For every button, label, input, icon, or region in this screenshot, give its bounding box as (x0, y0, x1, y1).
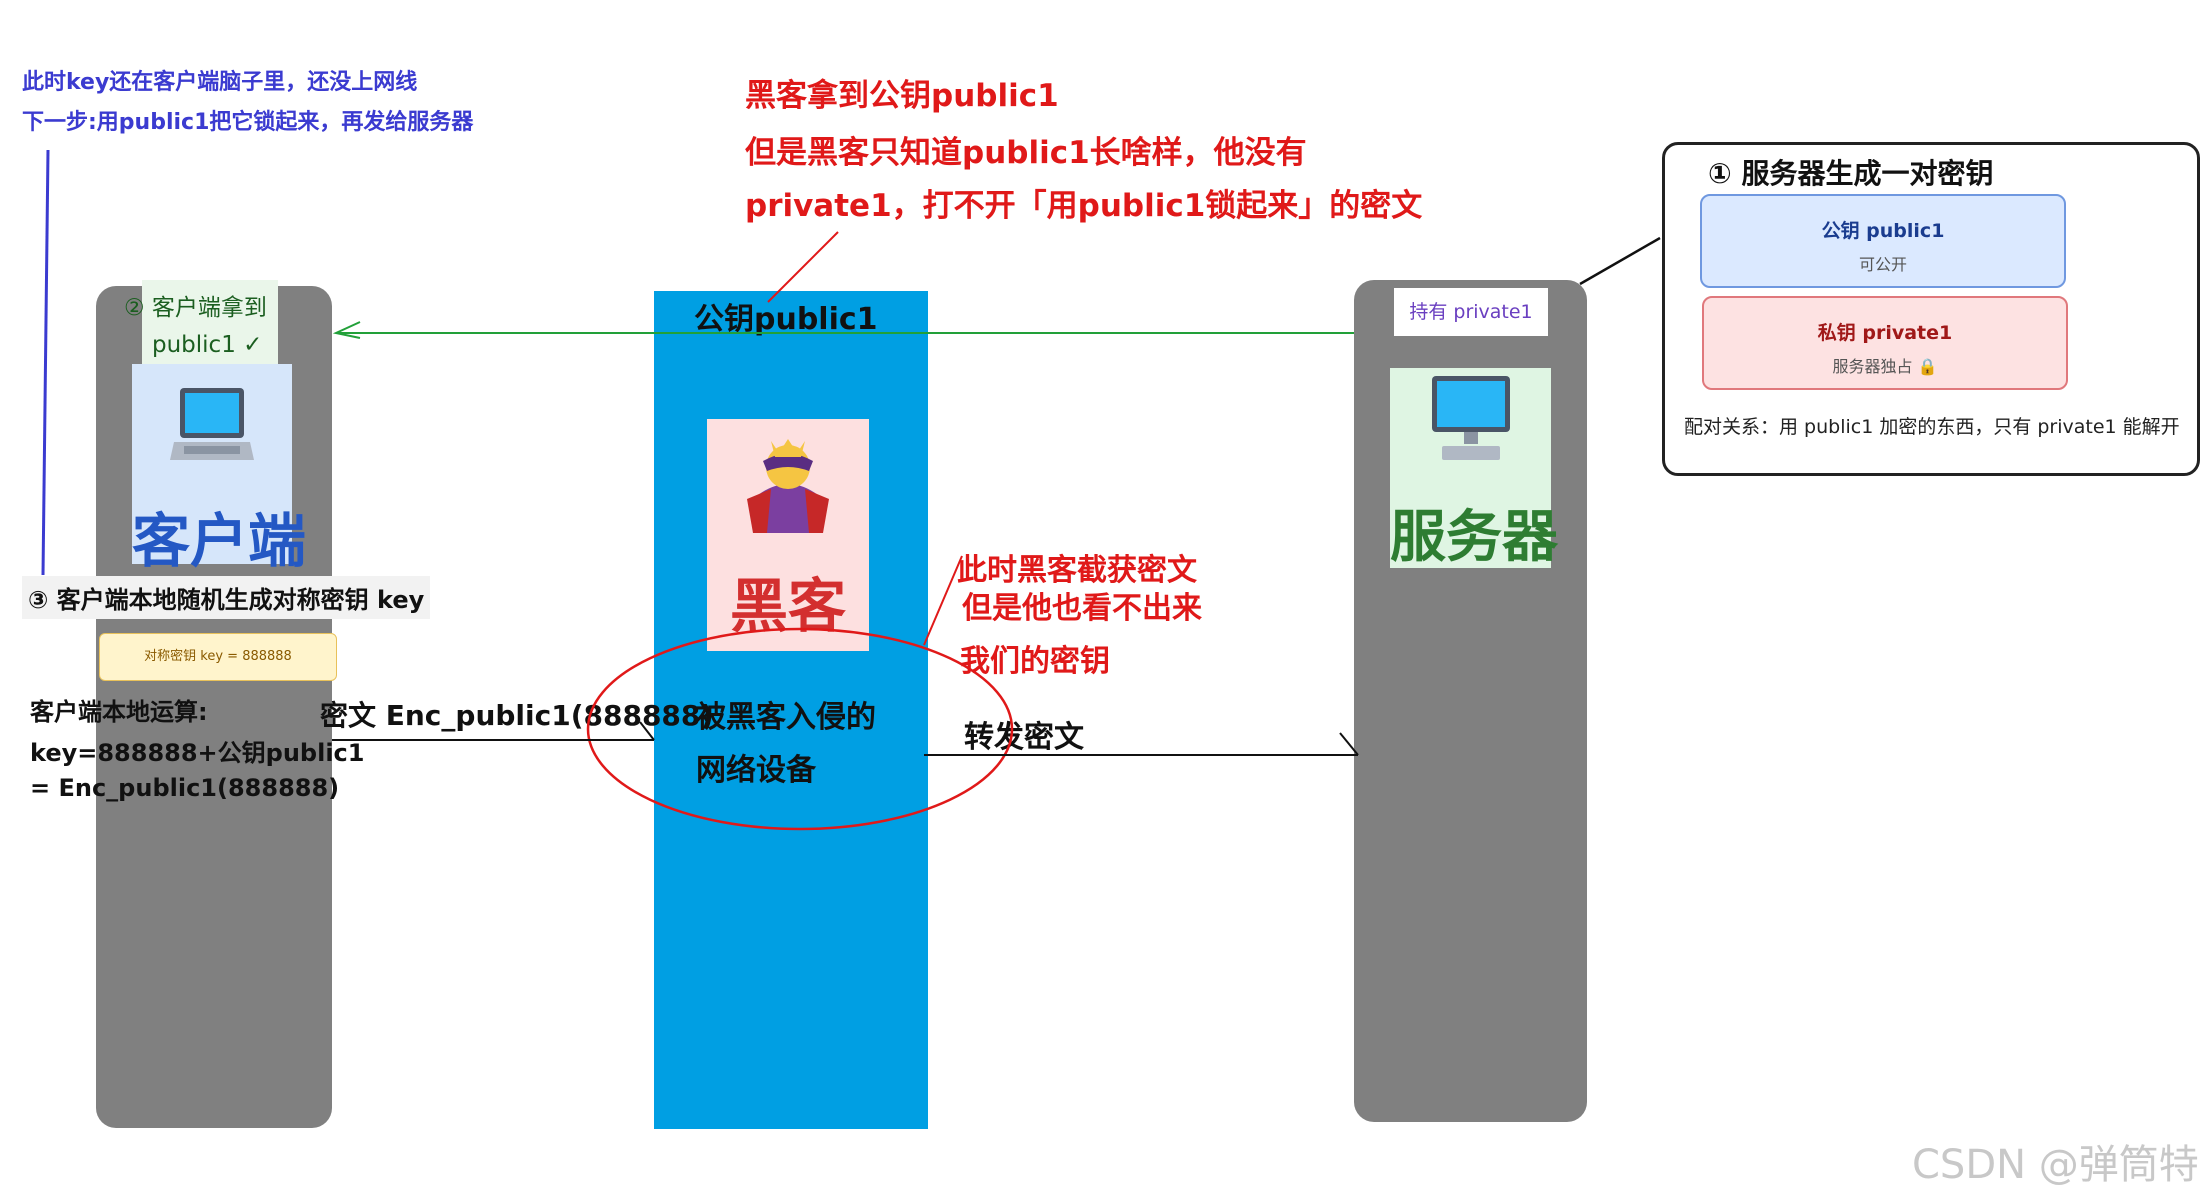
cipher-label: 密文 Enc_public1(888888) (320, 699, 714, 732)
hacker-note-line1: 黑客拿到公钥public1 (745, 78, 1059, 114)
hacker-note-line3: private1，打不开「用public1锁起来」的密文 (745, 188, 1423, 224)
client-calc-line1: 客户端本地运算: (30, 698, 208, 726)
desktop-computer-icon (1426, 372, 1516, 468)
cipher-arrowhead (639, 721, 655, 741)
intercept-ellipse (586, 627, 1014, 831)
hacker-card: 黑客 (707, 419, 869, 651)
villain-icon (743, 433, 833, 533)
red-pointer-line (767, 231, 839, 303)
private-key-subtitle: 服务器独占 🔒 (1832, 357, 1938, 376)
blue-vertical-line (41, 149, 50, 576)
client-label: 客户端 (132, 507, 307, 575)
keypair-panel-title: ① 服务器生成一对密钥 (1708, 157, 1994, 190)
forward-arrowhead (1339, 732, 1359, 756)
intercept-pointer-line (923, 555, 963, 646)
laptop-icon (170, 382, 254, 474)
watermark: CSDN @弹筒特 (1912, 1142, 2199, 1188)
server-label: 服务器 (1390, 505, 1558, 570)
client-step2-line1: ② 客户端拿到 (124, 295, 267, 321)
forward-label: 转发密文 (964, 720, 1084, 755)
private-key-card: 私钥 private1 服务器独占 🔒 (1702, 296, 2068, 390)
client-calc-line3: = Enc_public1(888888) (30, 774, 340, 802)
intercept-line1: 此时黑客截获密文 (957, 553, 1197, 588)
public-key-title: 公钥 public1 (1821, 220, 1945, 242)
client-card: 客户端 (132, 364, 306, 575)
intercept-line3: 我们的密钥 (960, 644, 1110, 679)
device-line1: 被黑客入侵的 (696, 700, 876, 735)
client-step3-label: ③ 客户端本地随机生成对称密钥 key (22, 576, 431, 619)
client-step2-box (142, 280, 278, 364)
blue-note-line2: 下一步:用public1把它锁起来，再发给服务器 (22, 110, 474, 135)
server-card: 服务器 (1390, 368, 1558, 570)
intercept-line2: 但是他也看不出来 (962, 591, 1202, 626)
hacker-note-line2: 但是黑客只知道public1长啥样，他没有 (745, 135, 1307, 171)
private-key-title: 私钥 private1 (1817, 322, 1953, 344)
hacker-pubkey-label: 公钥public1 (694, 302, 878, 337)
public-key-subtitle: 可公开 (1858, 255, 1907, 274)
public-key-card: 公钥 public1 可公开 (1700, 194, 2066, 288)
symmetric-key-badge: 对称密钥 key = 888888 (99, 633, 337, 681)
keypair-relation: 配对关系：用 public1 加密的东西，只有 private1 能解开 (1684, 416, 2180, 438)
server-holds-label: 持有 private1 (1394, 288, 1548, 336)
panel-connector-line (1579, 236, 1661, 286)
client-calc-line2: key=888888+公钥public1 (30, 739, 365, 767)
blue-note-line1: 此时key还在客户端脑子里，还没上网线 (22, 70, 418, 95)
green-arrowhead (332, 321, 361, 339)
client-step2-line2: public1 ✓ (152, 332, 263, 358)
device-line2: 网络设备 (696, 753, 816, 788)
